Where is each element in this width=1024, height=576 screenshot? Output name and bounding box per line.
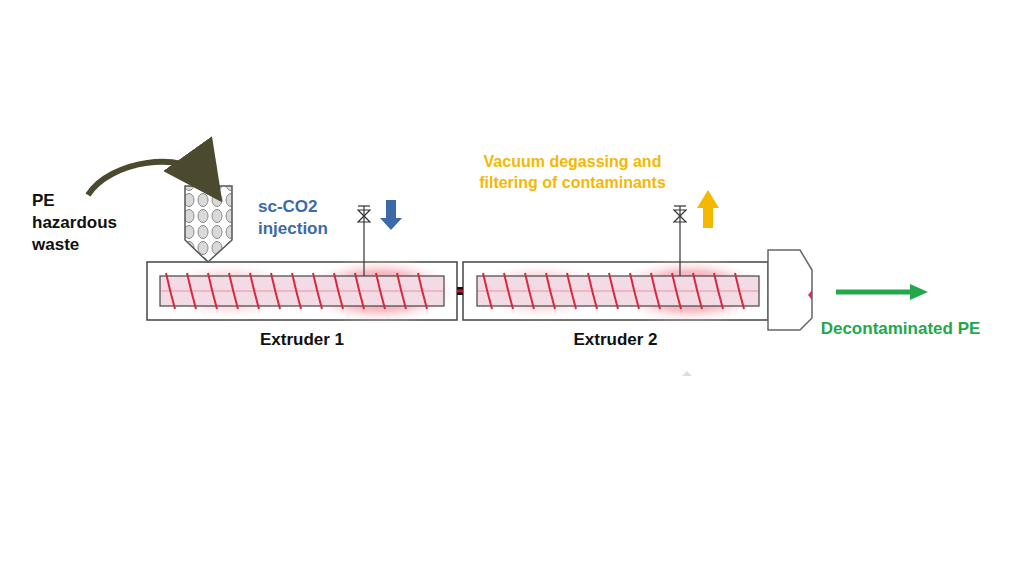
degassing-arrow [697, 190, 719, 228]
degassing-label: Vacuum degassing and filtering of contam… [470, 152, 675, 194]
extruder-box: Extruder 2 [463, 262, 768, 320]
hopper [185, 186, 232, 262]
extruder-box: Extruder 1 [147, 262, 457, 320]
extruder-label: Extruder 2 [463, 330, 768, 350]
extruder-label: Extruder 1 [147, 330, 457, 350]
injection-label: sc-CO2 injection [258, 196, 353, 240]
input-label: PE hazardous waste [32, 190, 142, 256]
injection-arrow [380, 200, 402, 230]
valve-symbol [358, 210, 370, 222]
pipe-connector [457, 291, 463, 292]
die [768, 250, 812, 330]
output-arrow [910, 284, 928, 300]
screw-shaft [160, 276, 444, 306]
output-label: Decontaminated PE [808, 318, 993, 340]
feed-arrow [88, 162, 205, 195]
valve-symbol [674, 210, 686, 222]
screw-flights [160, 273, 759, 309]
